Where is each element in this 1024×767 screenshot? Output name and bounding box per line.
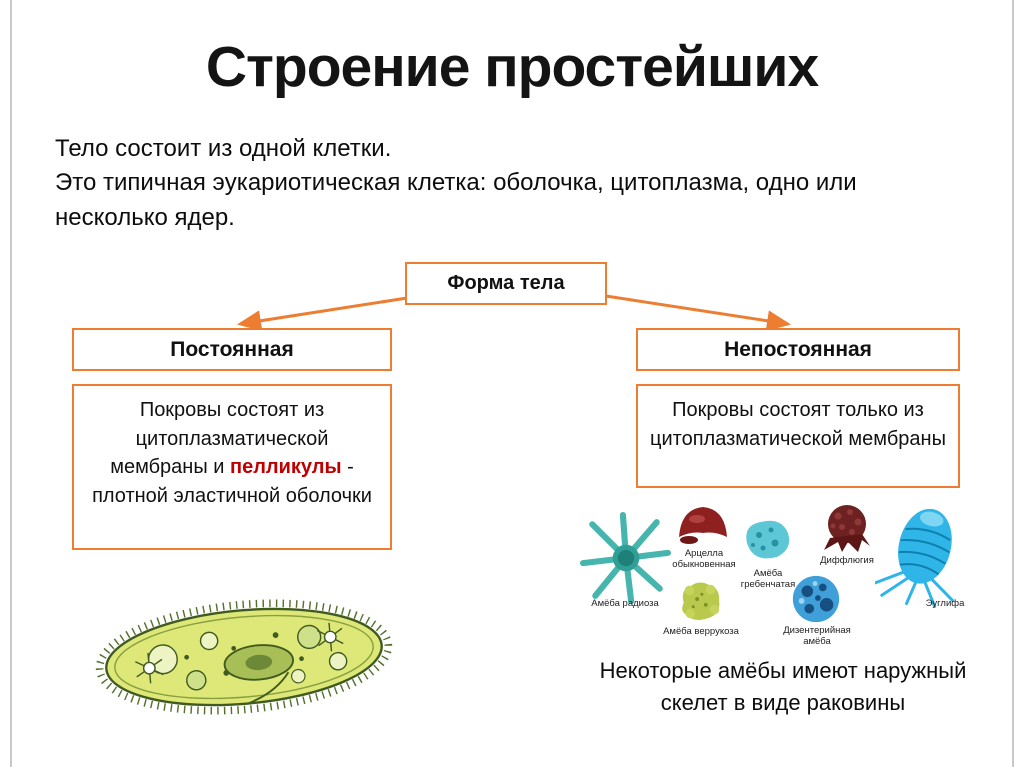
node-constant-form-label: Постоянная — [170, 337, 294, 361]
slide-border-right — [1012, 0, 1014, 767]
amoeba-label-grebenchataya: Амёба гребенчатая — [740, 568, 796, 591]
node-body-form-label: Форма тела — [447, 272, 565, 294]
intro-text: Тело состоит из одной клетки. Это типичн… — [55, 132, 939, 235]
amoeba-caption: Некоторые амёбы имеют наружный скелет в … — [599, 658, 967, 715]
dysentery-amoeba-illustration — [787, 572, 845, 626]
amoeba-label-euglypha: Эуглифа — [925, 598, 965, 609]
arcella-illustration — [675, 502, 731, 546]
paramecium-illustration — [82, 583, 406, 731]
connector-arrow-left — [237, 294, 421, 332]
amoeba-label-verrukoza: Амёба веррукоза — [663, 626, 739, 637]
desc-constant-highlight-pellicle: пелликулы — [230, 456, 342, 479]
intro-line-1: Тело состоит из одной клетки. — [55, 135, 392, 162]
desc-constant-text-after: - плотной эластичной оболочки — [92, 456, 372, 507]
node-inconstant-form-label: Непостоянная — [724, 337, 872, 361]
desc-constant-text-before: Покровы состоят из цитоплазматической ме… — [110, 399, 329, 479]
amoeba-grebenchataya-illustration — [739, 514, 794, 564]
node-body-form: Форма тела — [405, 262, 607, 305]
amoebas-figure: Амёба радиоза Арцелла обыкновенная Амёба… — [575, 498, 1005, 662]
amoeba-verrukoza-illustration — [675, 578, 725, 624]
euglypha-illustration — [873, 504, 971, 608]
node-constant-form: Постоянная — [72, 328, 392, 371]
desc-inconstant-form: Покровы состоят только из цитоплазматиче… — [636, 384, 960, 488]
connector-arrow-right — [605, 294, 791, 332]
desc-constant-form: Покровы состоят из цитоплазматической ме… — [72, 384, 392, 550]
intro-line-2: Это типичная эукариотическая клетка: обо… — [55, 169, 857, 231]
difflugia-illustration — [818, 502, 876, 554]
amoeba-radiosa-illustration — [580, 512, 672, 604]
desc-inconstant-text: Покровы состоят только из цитоплазматиче… — [650, 399, 946, 450]
slide-border-left — [10, 0, 12, 767]
amoeba-label-dysentery: Дизентерийная амёба — [783, 625, 851, 648]
amoeba-label-difflugia: Диффлюгия — [820, 555, 874, 566]
node-inconstant-form: Непостоянная — [636, 328, 960, 371]
page-title: Строение простейших — [205, 35, 819, 99]
amoeba-label-arcella: Арцелла обыкновенная — [672, 548, 736, 571]
amoeba-label-radiosa: Амёба радиоза — [591, 598, 659, 609]
